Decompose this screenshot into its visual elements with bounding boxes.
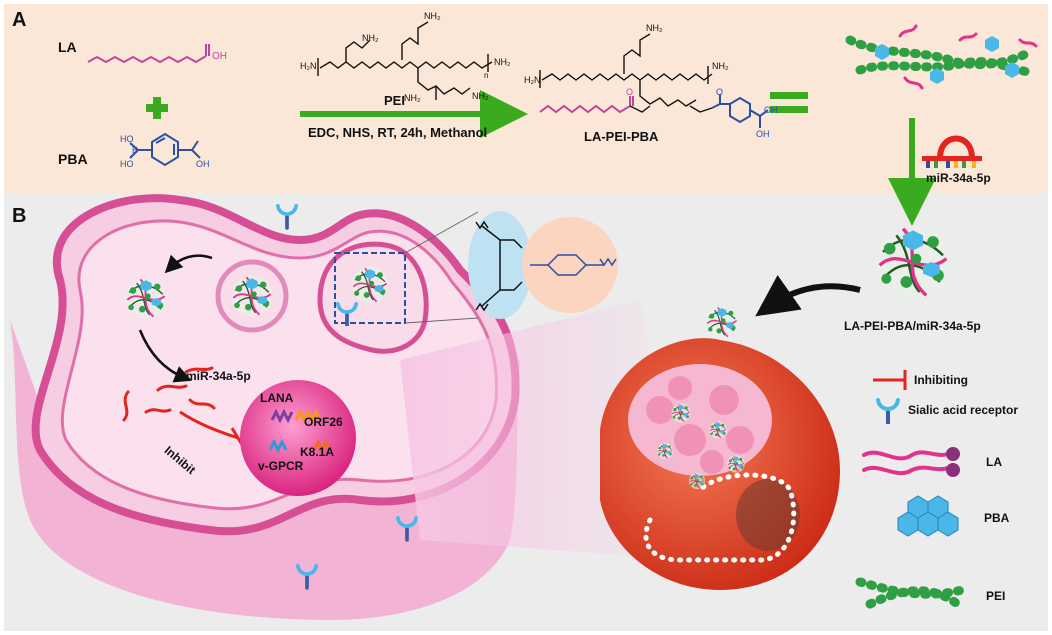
endosome-nanoparticle (230, 274, 274, 318)
pei-label: PEI (384, 93, 405, 108)
tumor-nanoparticle-1 (671, 403, 691, 423)
vgpcr-label: v-GPCR (258, 459, 304, 473)
zoom-line-bottom (404, 317, 479, 324)
la-structure (87, 44, 210, 64)
pei-nh2-branch4: NH₂ (472, 91, 489, 101)
pei-h2n: H₂N (300, 61, 317, 71)
tumor-cells (628, 364, 772, 476)
mirna-strands (122, 366, 216, 422)
complex-label: LA-PEI-PBA/miR-34a-5p (844, 319, 981, 333)
panel-a-label: A (12, 9, 27, 31)
complex-nanoparticle (874, 223, 952, 301)
product-oh-1: OH (764, 105, 778, 115)
tumor-cell-clusters (646, 376, 754, 474)
pei-nh2-branch3: NH₂ (404, 93, 421, 103)
inhibit-line (179, 410, 239, 440)
pba-ho-1: HO (120, 134, 134, 144)
legend-pei-icon (855, 577, 967, 611)
tumor-nanoparticle-5 (688, 472, 706, 490)
legend-pba-label: PBA (984, 511, 1010, 525)
pei-nh2-branch2: NH₂ (424, 11, 441, 21)
delivery-arrow (755, 275, 861, 317)
mirna-label-a: miR-34a-5p (926, 171, 991, 185)
legend-la-icon (862, 447, 960, 477)
reaction-conditions: EDC, NHS, RT, 24h, Methanol (308, 125, 488, 140)
legend-pba-icon (897, 495, 959, 537)
mirna-structure (922, 135, 982, 168)
tumor-nanoparticle-top (705, 305, 739, 339)
release-arrow (164, 254, 213, 274)
equals-top (770, 92, 808, 99)
tumor-nanoparticle-2 (708, 420, 728, 440)
product-nh2-branch: NH₂ (646, 23, 663, 33)
legend-pei-label: PEI (986, 589, 1006, 603)
product-la-o: O (626, 87, 634, 97)
necrotic-core (736, 479, 800, 551)
product-h2n: H₂N (524, 75, 541, 85)
zoom-line-top (404, 211, 479, 254)
plus-sign (146, 97, 168, 119)
pba-b: B (132, 145, 139, 155)
lana-label: LANA (260, 391, 294, 405)
pei-structure (317, 21, 493, 100)
pba-structure (129, 132, 201, 167)
panel-b-label: B (12, 205, 27, 227)
pba-label: PBA (58, 151, 88, 167)
bound-nanoparticle (350, 265, 390, 305)
legend-inhibiting-label: Inhibiting (914, 373, 968, 387)
pei-subscript-n: n (484, 71, 489, 80)
tumor-margin (643, 472, 797, 563)
pba-ho-2: HO (120, 159, 134, 169)
la-label: LA (58, 39, 77, 55)
boronate-ester (475, 220, 523, 312)
equals-bottom (770, 106, 808, 113)
polymer-illustration (845, 24, 1038, 90)
pei-nh2-end: NH₂ (494, 57, 511, 67)
cell-side (10, 320, 520, 620)
product-nh2-end: NH₂ (712, 61, 729, 71)
legend-sialic-label: Sialic acid receptor (908, 403, 1019, 417)
pei-nh2-branch1: NH₂ (362, 33, 379, 43)
k81a-label: K8.1A (300, 445, 335, 459)
product-pba-o: O (716, 87, 724, 97)
orf26-label: ORF26 (304, 415, 343, 429)
gene-coils (268, 408, 332, 454)
la-oh: OH (212, 51, 227, 62)
product-label: LA-PEI-PBA (584, 129, 659, 144)
pba-circle (522, 217, 618, 313)
product-structure (539, 33, 769, 128)
cytoplasm-nanoparticle (124, 276, 168, 320)
mirna-release-arrow (138, 329, 192, 383)
tumor-nanoparticle-3 (656, 442, 674, 460)
mirna-label-cell: miR-34a-5p (186, 369, 251, 383)
pba-oh: OH (196, 159, 210, 169)
nucleus (240, 380, 356, 496)
tumor-nanoparticle-4 (726, 454, 746, 474)
legend-la-label: LA (986, 455, 1002, 469)
zoom-box (334, 252, 406, 324)
product-oh-2: OH (756, 129, 770, 139)
